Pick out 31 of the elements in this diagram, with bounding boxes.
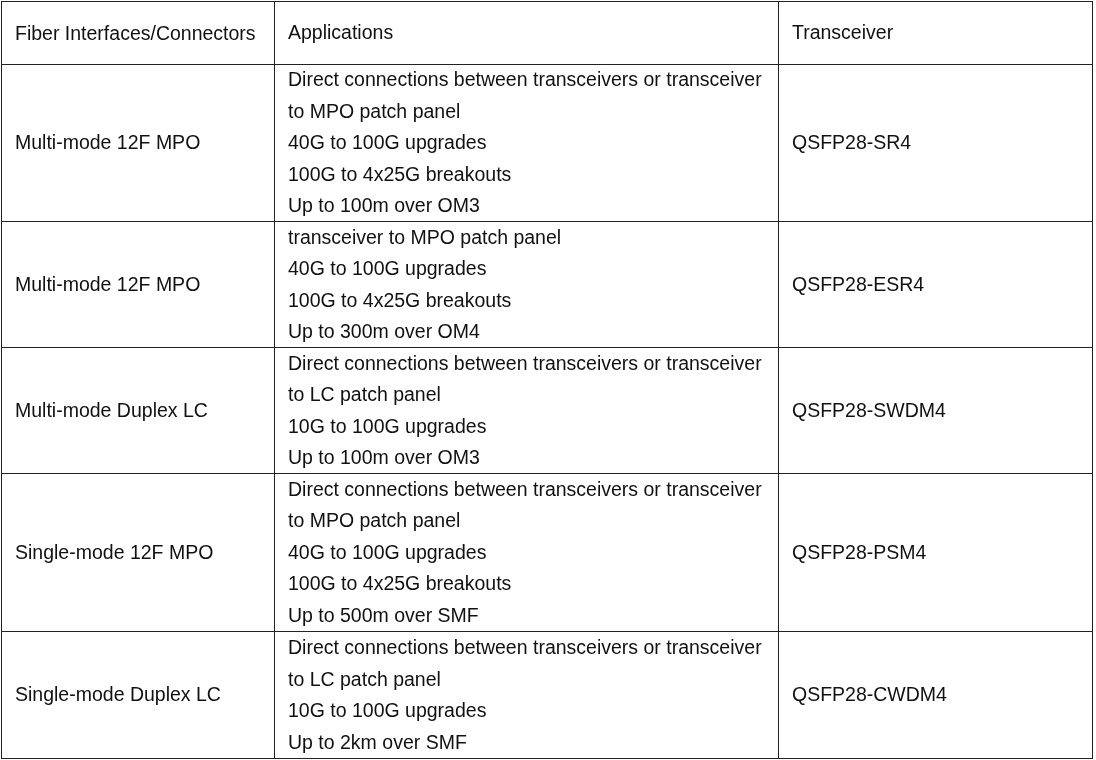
application-text: Direct connections between transceivers or transceiver to LC patch panel <box>288 350 763 407</box>
application-text: 40G to 100G upgrades <box>288 130 488 156</box>
application-text: Up to 100m over OM3 <box>288 445 481 470</box>
table-cell-text: QSFP28-ESR4 <box>792 271 926 297</box>
row-header: Multi-mode 12F MPO <box>15 130 202 156</box>
application-text: 100G to 4x25G breakouts <box>288 571 513 597</box>
application-text: Up to 500m over SMF <box>288 602 480 628</box>
application-text: 10G to 100G upgrades <box>288 698 488 723</box>
application-text: 10G to 100G upgrades <box>288 413 488 439</box>
application-text: Up to 2km over SMF <box>288 729 468 755</box>
table-cell-text: QSFP28-CWDM4 <box>792 682 948 708</box>
application-text: Direct connections between transceivers or transceiver to LC patch panel <box>288 635 763 692</box>
application-text: 40G to 100G upgrades <box>288 256 488 281</box>
application-text: 100G to 4x25G breakouts <box>288 161 513 187</box>
row-header: Multi-mode 12F MPO <box>15 271 202 297</box>
column-header: Transceiver <box>792 20 895 46</box>
application-text: Up to 100m over OM3 <box>288 193 481 219</box>
application-text: Direct connections between transceivers or transceiver to MPO patch panel <box>288 476 763 534</box>
row-header: Single-mode Duplex LC <box>15 682 222 708</box>
row-header: Single-mode 12F MPO <box>15 539 215 565</box>
application-text: Up to 300m over OM4 <box>288 319 481 344</box>
table-cell-text: QSFP28-SWDM4 <box>792 397 947 423</box>
table-cell-text: QSFP28-PSM4 <box>792 539 928 565</box>
application-text: 100G to 4x25G breakouts <box>288 287 513 313</box>
application-text: Direct connections between transceivers or transceiver to MPO patch panel <box>288 67 763 124</box>
column-header: Applications <box>288 20 395 46</box>
column-header: Fiber Interfaces/Connectors <box>15 21 257 45</box>
row-header: Multi-mode Duplex LC <box>15 397 209 423</box>
table-cell-text: QSFP28-SR4 <box>792 130 913 156</box>
application-text: 40G to 100G upgrades <box>288 539 488 565</box>
application-text: transceiver to MPO patch panel <box>288 224 563 250</box>
